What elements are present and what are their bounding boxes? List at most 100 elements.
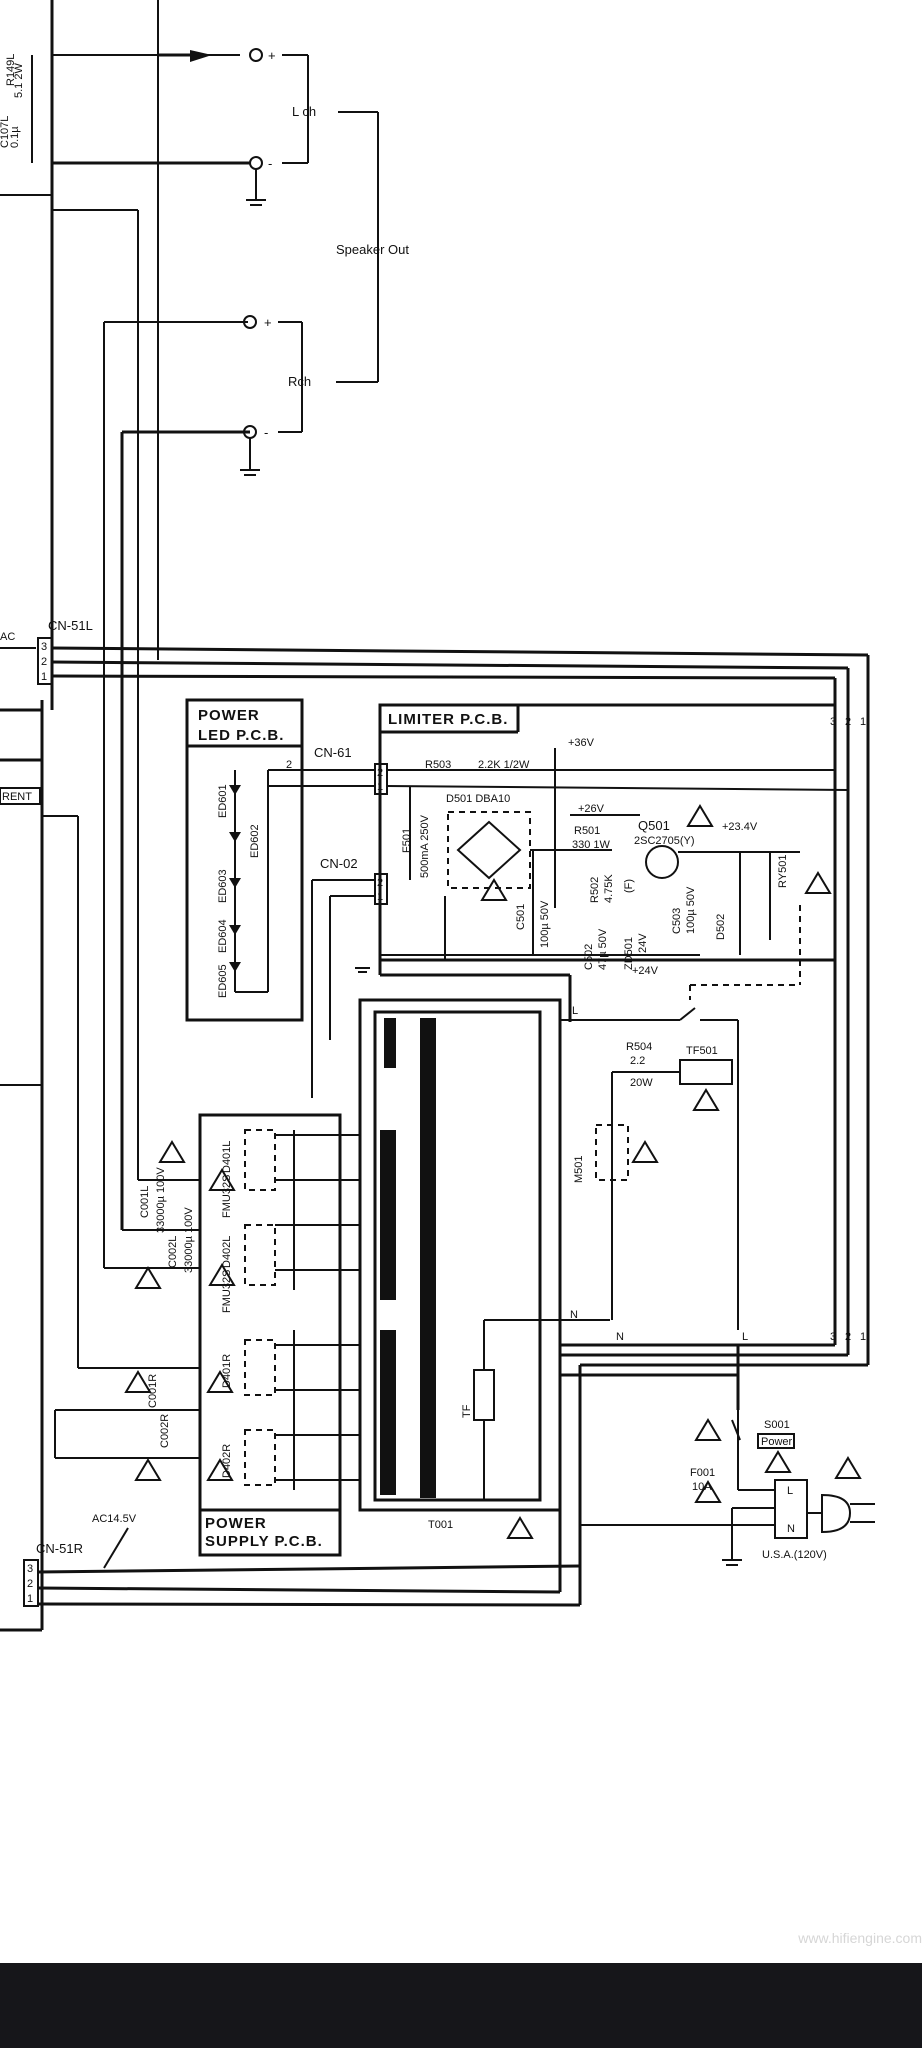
c501-label: C501 [515,904,527,930]
led-ed602: ED602 [249,824,261,858]
led-ed603: ED603 [217,869,229,903]
cn51r-label: CN-51R [36,1541,83,1556]
cn51r-pin3: 3 [27,1563,33,1575]
plug-n: N [787,1523,795,1535]
d401l-value: FMU32S [221,1175,233,1218]
d402r-label: D402R [221,1444,233,1478]
c001l-value: 33000µ 100V [155,1167,167,1233]
c503-label: C503 [671,908,683,934]
warning-triangles [124,804,862,1539]
cn51r-pin1: 1 [27,1593,33,1605]
cn02-label: CN-02 [320,856,358,871]
power-led-pcb-box [185,698,304,1022]
d401l-label: D401L [221,1141,233,1173]
c002r-label: C002R [159,1414,171,1448]
v24-label: +24V [632,965,659,977]
rch-label: Rch [288,374,311,389]
r504-value: 2.2 [630,1055,645,1067]
r503-value: 2.2K 1/2W [478,759,530,771]
d402l-value: FMU32S [221,1270,233,1313]
r502-label: R502 [589,877,601,903]
limiter-title: LIMITER P.C.B. [388,711,508,728]
lch-minus-sign: - [268,156,272,171]
r502-f: (F) [623,879,635,893]
v36-label: +36V [568,737,595,749]
rent-box [0,787,41,805]
right-pin1-top: 1 [860,716,866,728]
right-pin3-top: 3 [830,716,836,728]
d501-label: D501 DBA10 [446,793,510,805]
tf501-fuse-box [679,1059,733,1085]
r501-label: R501 [574,825,600,837]
t001-label: T001 [428,1519,453,1531]
transformer-inner-box [373,1010,542,1502]
led-ed604: ED604 [217,919,229,953]
led-ed601: ED601 [217,784,229,818]
c501-value: 100µ 50V [539,900,551,948]
right-pin2-bottom: 2 [845,1331,851,1343]
d401l-box [244,1129,276,1191]
usa-voltage-label: U.S.A.(120V) [762,1549,827,1561]
right-pin3-bottom: 3 [830,1331,836,1343]
core-bar-main [420,1018,436,1498]
ry501-label: RY501 [777,855,789,888]
q501-transistor-icon [645,845,679,879]
tf-fuse-box [473,1369,495,1421]
lch-minus-terminal [249,156,263,170]
cn51l-label: CN-51L [48,618,93,633]
d402l-box [244,1224,276,1286]
c002l-value: 33000µ 100V [183,1207,195,1273]
d402r-box [244,1429,276,1486]
rch-plus-sign: + [264,315,272,330]
power-led-title-1: POWER [198,707,260,724]
r501-value: 330 1W [572,839,611,851]
cn51r-pin2: 2 [27,1578,33,1590]
tf501-label: TF501 [686,1045,718,1057]
c001r-label: C001R [147,1374,159,1408]
cn51l-pin3: 3 [41,641,47,653]
l-label-top: L [572,1005,578,1017]
c107l-value: 0.1µ [9,126,21,148]
c503-value: 100µ 50V [685,886,697,934]
s001-label: S001 [764,1419,790,1431]
power-supply-title-2: SUPPLY P.C.B. [205,1533,323,1550]
d502-label: D502 [715,914,727,940]
f001-label: F001 [690,1467,715,1479]
n-label-right: N [616,1331,624,1343]
cn51l-pin2: 2 [41,656,47,668]
led-ed605: ED605 [217,964,229,998]
zd501-label: ZD501 [623,937,635,970]
f501-value: 500mA 250V [419,814,431,878]
c502-value: 47µ 50V [597,928,609,970]
l-label-bottom: L [742,1331,748,1343]
c107l-label: C107L [0,116,11,148]
led-chain [229,785,241,972]
r504-label: R504 [626,1041,652,1053]
speaker-out-label: Speaker Out [336,242,409,257]
core-bar-bottom-left [380,1330,396,1495]
bridge-rectifier-icon [456,820,522,880]
cn51l-pin1: 1 [41,671,47,683]
speaker-arrow-icon [190,50,212,62]
q501-label: Q501 [638,818,670,833]
c502-label: C502 [583,944,595,970]
rch-minus-sign: - [264,425,268,440]
ac-label: AC [0,631,15,643]
zd501-value: 24V [637,933,649,953]
footer-bar [0,1963,922,2048]
cn61-pin2-left: 2 [286,759,292,771]
rent-label: RENT [2,791,32,803]
ac145-label: AC14.5V [92,1513,137,1525]
v26-label: +26V [578,803,605,815]
cn51r-connector [23,1559,39,1607]
right-pin2-top: 2 [845,716,851,728]
rch-plus-terminal [243,315,257,329]
m501-box [595,1124,629,1181]
lch-label: L ch [292,104,316,119]
f501-label: F501 [401,828,413,853]
r149l-value: 5.1 2W [13,63,25,98]
r149l-label: R149L [5,54,17,86]
q501-value: 2SC2705(Y) [634,835,695,847]
mains-plug-icon [821,1493,852,1534]
